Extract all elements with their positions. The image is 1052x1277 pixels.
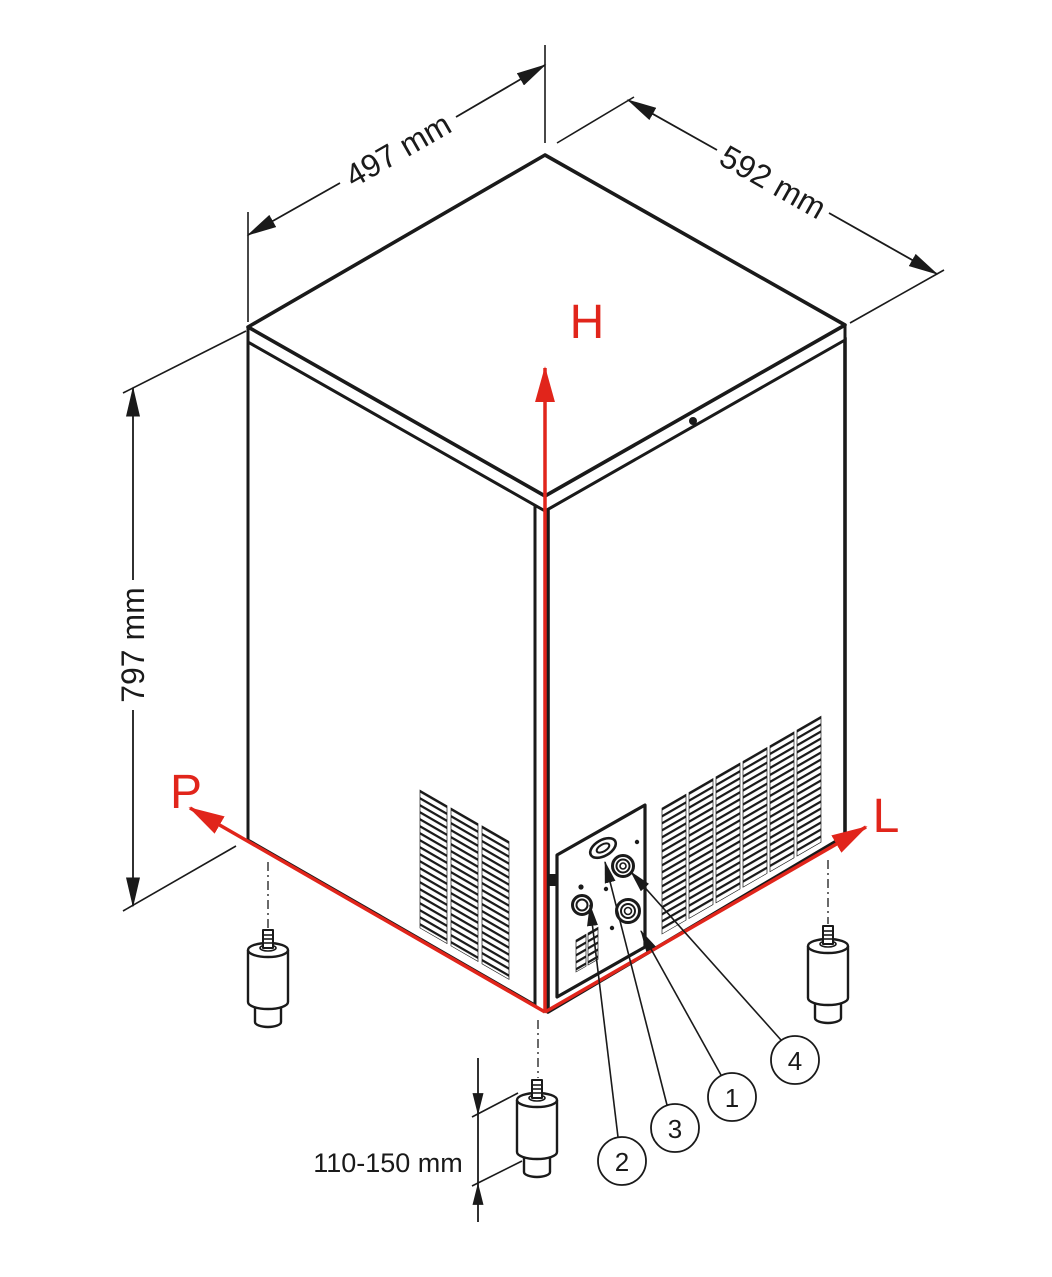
- fitting-2: [571, 894, 593, 916]
- callout-1: 1: [707, 1072, 757, 1122]
- callout-3: 3: [650, 1103, 700, 1153]
- leveling-foot-center: [515, 1079, 559, 1179]
- panel-screw: [609, 925, 615, 931]
- panel-screw: [578, 884, 584, 890]
- panel-screw: [603, 886, 609, 892]
- callout-leader-2: [587, 903, 619, 1138]
- svg-text:4: 4: [788, 1046, 802, 1076]
- svg-text:3: 3: [668, 1114, 682, 1144]
- fitting-4: [611, 854, 635, 878]
- fitting-1: [615, 898, 641, 924]
- connection-panel: [549, 803, 647, 999]
- height-dimension: 797 mm: [115, 330, 247, 912]
- reference-axes: H P L: [170, 296, 900, 1014]
- foot-centerlines: [267, 860, 829, 1078]
- power-cable-plate: [588, 836, 618, 860]
- callouts: 1 2 3 4: [587, 860, 820, 1186]
- axis-h-label: H: [570, 296, 605, 349]
- callout-leader-4: [630, 871, 782, 1041]
- depth-dimension-label: 592 mm: [714, 138, 832, 226]
- callout-4: 4: [770, 1035, 820, 1085]
- svg-text:1: 1: [725, 1083, 739, 1113]
- panel-latch: [549, 874, 556, 886]
- callout-leader-1: [640, 930, 722, 1076]
- axis-l-label: L: [873, 790, 900, 843]
- axis-p-label: P: [170, 766, 202, 819]
- leveling-foot-right: [806, 925, 850, 1025]
- width-dimension-label: 497 mm: [339, 106, 457, 195]
- axis-p-line: [188, 806, 546, 1014]
- panel-screw: [634, 839, 640, 845]
- right-ventilation-grille: [661, 715, 822, 935]
- leveling-foot-left: [246, 929, 290, 1029]
- svg-text:2: 2: [615, 1147, 629, 1177]
- left-ventilation-grille: [419, 789, 510, 980]
- callout-2: 2: [597, 1136, 647, 1186]
- lid-screw: [689, 417, 697, 425]
- height-dimension-label: 797 mm: [115, 587, 151, 703]
- foot-height-dimension: 110-150 mm: [313, 1058, 523, 1222]
- callout-leader-3: [604, 860, 668, 1106]
- foot-height-label: 110-150 mm: [313, 1148, 463, 1178]
